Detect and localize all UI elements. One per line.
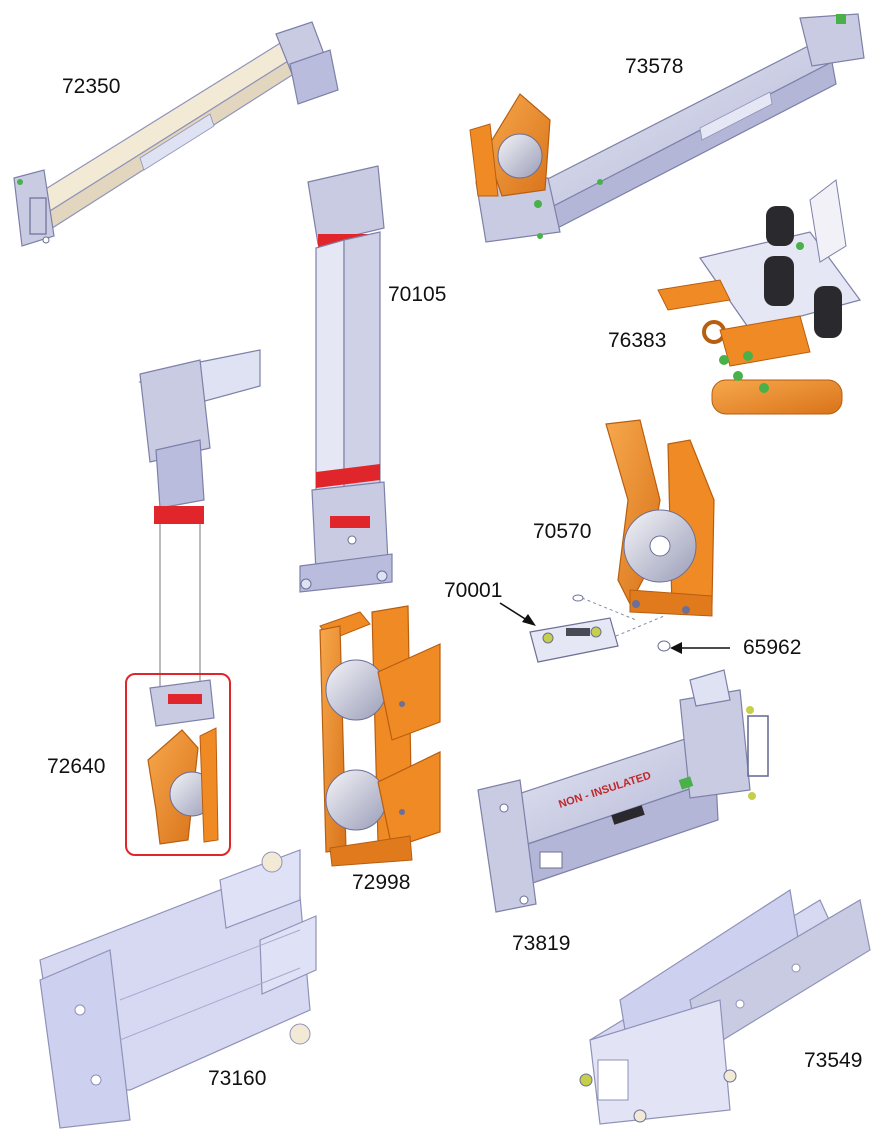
part-72998-drawing <box>319 605 441 867</box>
part-73549-drawing <box>579 888 871 1125</box>
label-73160: 73160 <box>208 1067 267 1090</box>
part-72350-drawing <box>13 21 339 247</box>
label-70570: 70570 <box>533 520 592 543</box>
part-73819-drawing: NON - INSULATED <box>477 669 769 913</box>
label-70001: 70001 <box>444 579 503 602</box>
label-72640: 72640 <box>47 755 106 778</box>
part-73160-drawing <box>39 849 317 1129</box>
part-70105-drawing <box>299 165 393 593</box>
arrow-65962 <box>670 642 730 654</box>
label-65962: 65962 <box>743 636 802 659</box>
part-73578-drawing <box>469 13 865 243</box>
label-76383: 76383 <box>608 329 667 352</box>
arrow-70001 <box>499 602 536 626</box>
part-70001-drawing <box>529 594 671 663</box>
label-70105: 70105 <box>388 283 447 306</box>
label-73819: 73819 <box>512 932 571 955</box>
part-70570-drawing <box>605 419 715 617</box>
part-72640-drawing <box>138 349 261 845</box>
label-73549: 73549 <box>804 1049 863 1072</box>
part-76383-drawing <box>657 179 862 415</box>
label-72350: 72350 <box>62 75 121 98</box>
label-72998: 72998 <box>352 871 411 894</box>
label-73578: 73578 <box>625 55 684 78</box>
highlight-box-72640 <box>125 673 231 856</box>
